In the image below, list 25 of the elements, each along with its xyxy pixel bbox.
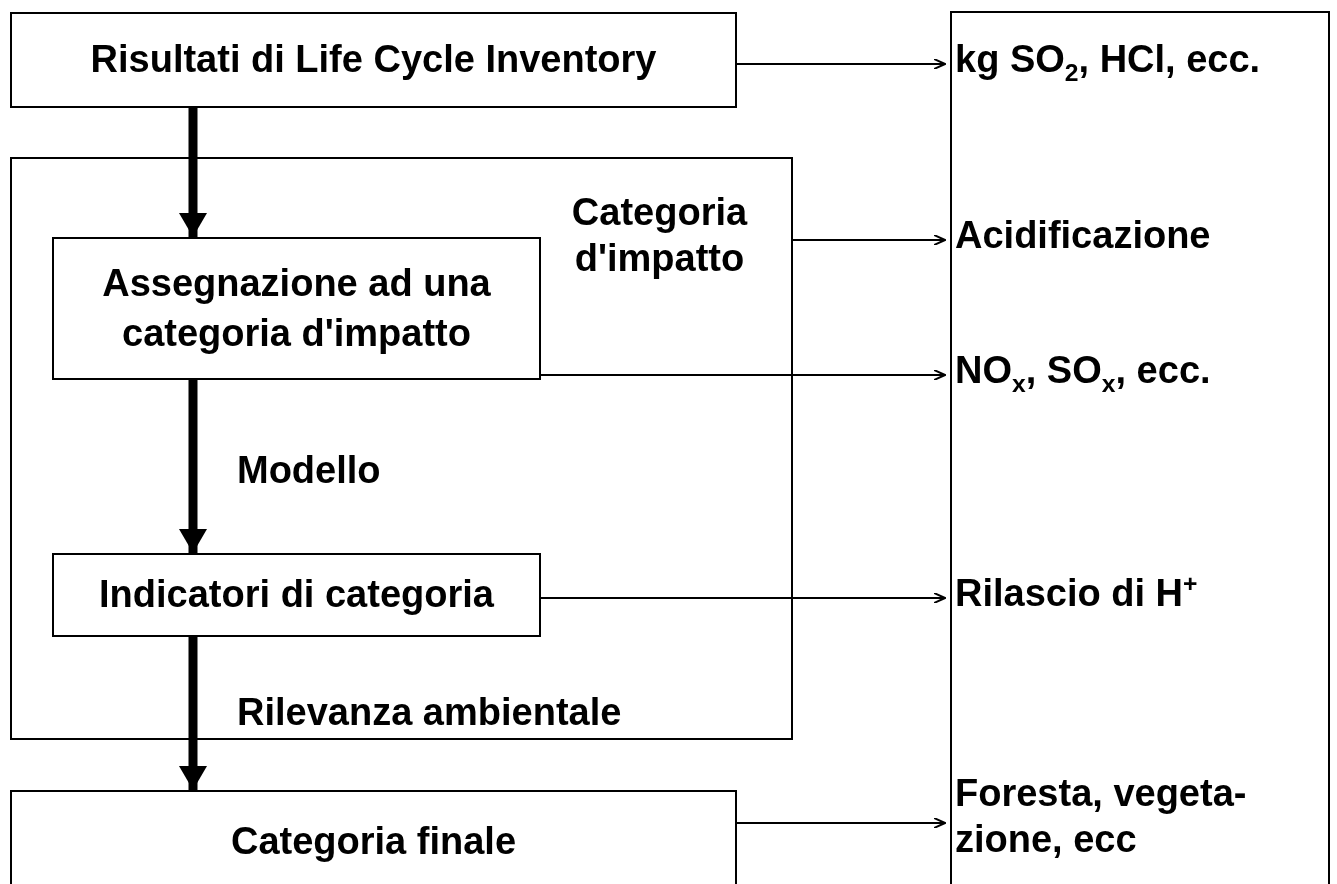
box-label: Categoria d'impatto — [570, 190, 749, 282]
arrow — [736, 817, 946, 829]
node-text: Foresta, vegeta- zione, ecc — [955, 770, 1285, 870]
arrow — [540, 592, 946, 604]
arrow — [179, 108, 207, 237]
node-text: NO$_{x}$, SO$_{x}$, ecc. — [955, 347, 1327, 397]
process-box — [52, 237, 541, 380]
arrow — [736, 58, 946, 70]
box-label: Categoria finale — [229, 819, 518, 864]
node-text: Rilascio di H$^{+}$ — [955, 570, 1327, 620]
group-box — [10, 157, 793, 740]
arrow — [179, 380, 207, 553]
process-box — [52, 553, 541, 637]
box-label: Assegnazione ad una categoria d'impatto — [101, 261, 492, 356]
arrow — [540, 369, 946, 381]
node-text: Acidificazione — [955, 212, 1327, 262]
node-text: kg SO$_{2}$, HCl, ecc. — [955, 36, 1327, 86]
edge-label: Modello — [237, 447, 381, 493]
arrow — [179, 637, 207, 790]
arrow — [792, 234, 946, 246]
output-column-box — [950, 11, 1330, 884]
edge-label: Rilevanza ambientale — [237, 689, 622, 735]
box-label: Indicatori di categoria — [98, 572, 495, 618]
box-label: Risultati di Life Cycle Inventory — [89, 37, 658, 83]
process-box — [10, 12, 737, 108]
